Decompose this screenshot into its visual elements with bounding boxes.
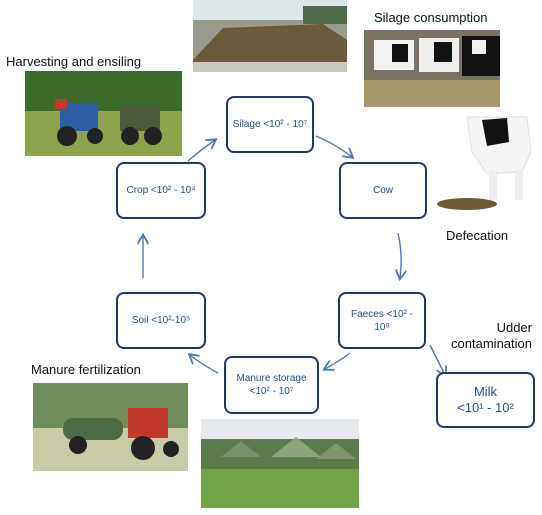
tractor-tanker-photo	[33, 383, 188, 471]
node-cow: Cow	[339, 162, 427, 219]
node-silage: Silage <10² - 10⁷	[226, 96, 314, 153]
arrow-faeces-to-milk	[429, 344, 445, 375]
label-defecation: Defecation	[446, 228, 509, 243]
node-manure-storage: Manure storage <10² - 10⁷	[224, 356, 319, 414]
node-faeces: Faeces <10² - 10⁸	[338, 292, 426, 349]
arrow-manure-to-soil	[190, 355, 219, 374]
label-harvesting: Harvesting and ensiling	[6, 54, 142, 69]
cow-defecation-photo	[427, 112, 531, 215]
label-manure-fertilization: Manure fertilization	[31, 362, 141, 377]
arrow-silage-to-cow	[315, 135, 352, 157]
label-silage-consumption: Silage consumption	[374, 10, 488, 25]
silage-consumption-photo	[364, 30, 500, 107]
harvesting-photo	[25, 71, 182, 156]
arrow-faeces-to-manure	[325, 352, 351, 369]
arrow-cow-to-faeces	[398, 232, 401, 278]
node-soil: Soil <10²-10⁵	[116, 292, 206, 349]
manure-storage-photo	[201, 419, 359, 508]
label-udder-contamination: Udder contamination	[451, 320, 532, 351]
node-crop: Crop <10² - 10⁴	[116, 162, 206, 219]
node-milk: Milk <10¹ - 10²	[436, 372, 535, 428]
silage-clamp-photo	[193, 0, 347, 72]
arrow-crop-to-silage	[187, 140, 215, 162]
